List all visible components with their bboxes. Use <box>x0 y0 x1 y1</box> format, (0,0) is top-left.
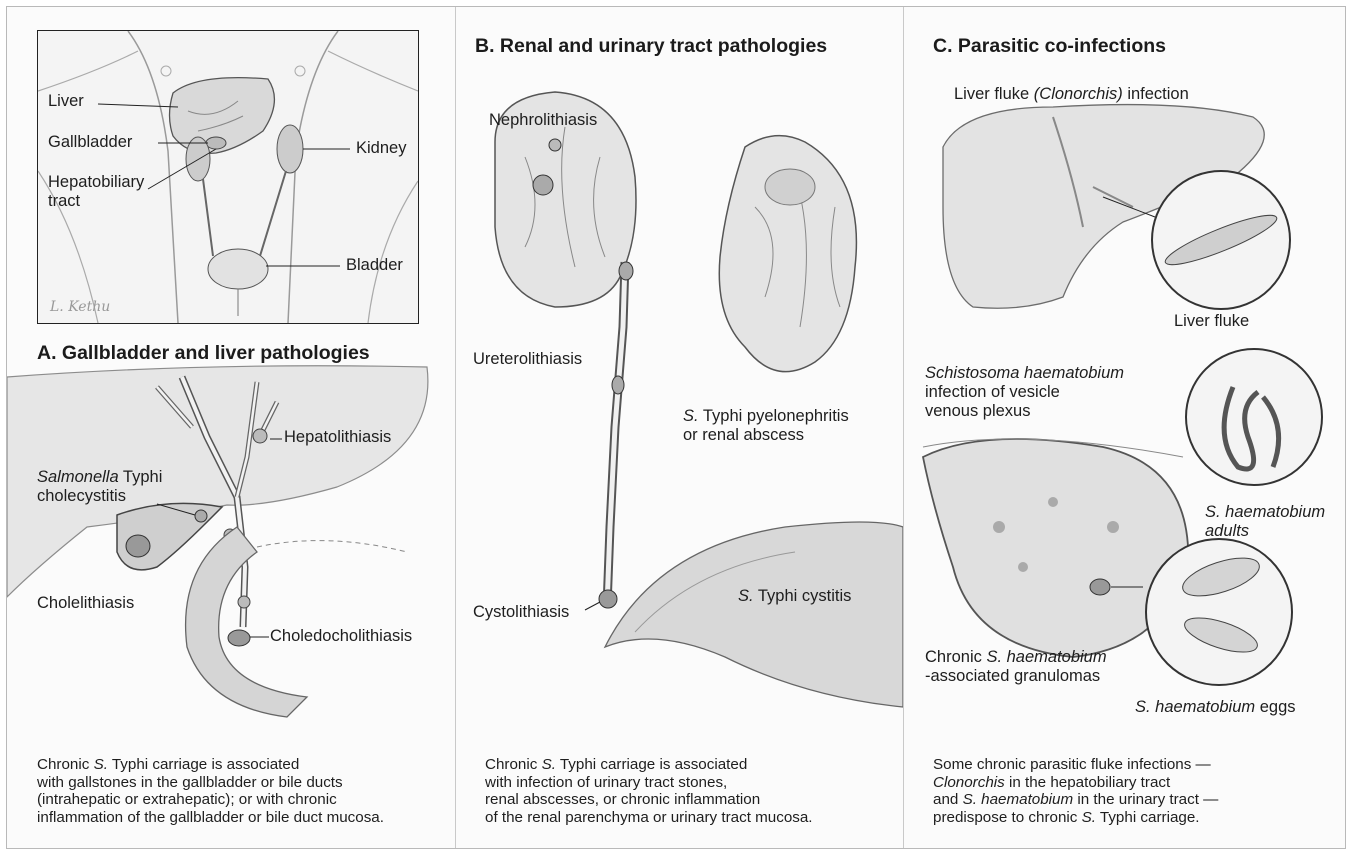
caption-b-l2: with infection of urinary tract stones, <box>485 774 813 792</box>
label-choledocholithiasis: Choledocholithiasis <box>270 627 412 646</box>
label-pyelonephritis: S. Typhi pyelonephritis or renal abscess <box>683 407 849 445</box>
label-salmonella-cholecystitis: Salmonella Typhi cholecystitis <box>37 468 162 506</box>
label-cholelithiasis: Cholelithiasis <box>37 594 134 613</box>
label-granulomas: Chronic S. haematobium -associated granu… <box>925 648 1107 686</box>
label-haematobium-adults: S. haematobium adults <box>1205 503 1325 541</box>
caption-c-l2-italic: Clonorchis <box>933 774 1005 791</box>
label-adults-line2: adults <box>1205 522 1325 541</box>
caption-c-l4-italic: S. <box>1082 809 1096 826</box>
label-cystolithiasis: Cystolithiasis <box>473 603 569 622</box>
label-kidney: Kidney <box>356 139 406 158</box>
label-pyelo-italic: S. <box>683 407 699 425</box>
panel-b-title: B. Renal and urinary tract pathologies <box>475 35 827 58</box>
panel-c-title: C. Parasitic co-infections <box>933 35 1166 58</box>
label-typhi-cystitis: S. Typhi cystitis <box>738 587 851 606</box>
label-cholecystitis: cholecystitis <box>37 487 162 506</box>
label-salmonella-rest: Typhi <box>119 468 163 486</box>
figure-frame: Liver Gallbladder Hepatobiliary tract Ki… <box>6 6 1346 849</box>
caption-a-l1-italic: S. <box>94 756 108 773</box>
label-cystitis-italic: S. <box>738 587 754 605</box>
label-pyelo-line2: or renal abscess <box>683 426 849 445</box>
caption-a-l3: (intrahepatic or extrahepatic); or with … <box>37 791 384 809</box>
caption-b-l1-post: Typhi carriage is associated <box>556 756 747 773</box>
body-overview-inset: Liver Gallbladder Hepatobiliary tract Ki… <box>37 30 419 324</box>
label-eggs-italic: S. haematobium <box>1135 698 1255 716</box>
label-schisto-line3: venous plexus <box>925 402 1124 421</box>
label-ureterolithiasis: Ureterolithiasis <box>473 350 582 369</box>
panel-a-title: A. Gallbladder and liver pathologies <box>37 342 370 365</box>
artist-signature: L. Kethu <box>50 299 110 315</box>
label-hepatobiliary-line1: Hepatobiliary <box>48 173 144 192</box>
caption-a-l1-post: Typhi carriage is associated <box>108 756 299 773</box>
caption-a-l4: inflammation of the gallbladder or bile … <box>37 809 384 827</box>
label-pyelo-rest: Typhi pyelonephritis <box>699 407 849 425</box>
panel-renal-urinary: B. Renal and urinary tract pathologies N… <box>455 7 904 848</box>
caption-b-l1-pre: Chronic <box>485 756 542 773</box>
caption-c-l1: Some chronic parasitic fluke infections … <box>933 756 1218 774</box>
label-adults-line1: S. haematobium <box>1205 503 1325 521</box>
caption-c-l3-italic: S. haematobium <box>963 791 1074 808</box>
label-liverfluke-italic: (Clonorchis) <box>1034 85 1123 103</box>
caption-c-l2-post: in the hepatobiliary tract <box>1005 774 1170 791</box>
label-liver-fluke-infection: Liver fluke (Clonorchis) infection <box>954 85 1189 104</box>
label-hepatobiliary-line2: tract <box>48 192 144 211</box>
label-liverfluke-post: infection <box>1123 85 1189 103</box>
panel-parasitic: C. Parasitic co-infections Liv <box>903 7 1345 848</box>
label-bladder: Bladder <box>346 256 403 275</box>
caption-a-l2: with gallstones in the gallbladder or bi… <box>37 774 384 792</box>
label-cystitis-rest: Typhi cystitis <box>754 587 852 605</box>
label-eggs-post: eggs <box>1255 698 1295 716</box>
caption-b-l1-italic: S. <box>542 756 556 773</box>
caption-c-l3-post: in the urinary tract — <box>1073 791 1218 808</box>
label-chronic-pre: Chronic <box>925 648 986 666</box>
label-liver-fluke: Liver fluke <box>1174 312 1249 331</box>
caption-b-l4: of the renal parenchyma or urinary tract… <box>485 809 813 827</box>
caption-a-l1-pre: Chronic <box>37 756 94 773</box>
label-hepatobiliary: Hepatobiliary tract <box>48 173 144 211</box>
label-chronic-italic: S. haematobium <box>986 648 1106 666</box>
label-schisto-line2: infection of vesicle <box>925 383 1124 402</box>
caption-c-l3-pre: and <box>933 791 963 808</box>
panel-gallbladder-liver: Liver Gallbladder Hepatobiliary tract Ki… <box>7 7 456 848</box>
label-hepatolithiasis: Hepatolithiasis <box>284 428 391 447</box>
label-liverfluke-pre: Liver fluke <box>954 85 1034 103</box>
label-chronic-line2: -associated granulomas <box>925 667 1107 686</box>
parasite-illustration <box>903 7 1345 848</box>
panel-a-caption: Chronic S. Typhi carriage is associated … <box>37 756 384 826</box>
label-salmonella-italic: Salmonella <box>37 468 119 486</box>
panel-c-caption: Some chronic parasitic fluke infections … <box>933 756 1218 826</box>
label-schistosoma-infection: Schistosoma haematobium infection of ves… <box>925 364 1124 421</box>
label-liver: Liver <box>48 92 84 111</box>
caption-c-l4-post: Typhi carriage. <box>1096 809 1200 826</box>
caption-b-l3: renal abscesses, or chronic inflammation <box>485 791 813 809</box>
label-gallbladder: Gallbladder <box>48 133 132 152</box>
caption-c-l4-pre: predispose to chronic <box>933 809 1082 826</box>
label-schisto-line1: Schistosoma haematobium <box>925 364 1124 382</box>
label-haematobium-eggs: S. haematobium eggs <box>1135 698 1296 717</box>
panel-b-caption: Chronic S. Typhi carriage is associated … <box>485 756 813 826</box>
label-nephrolithiasis: Nephrolithiasis <box>489 111 597 130</box>
